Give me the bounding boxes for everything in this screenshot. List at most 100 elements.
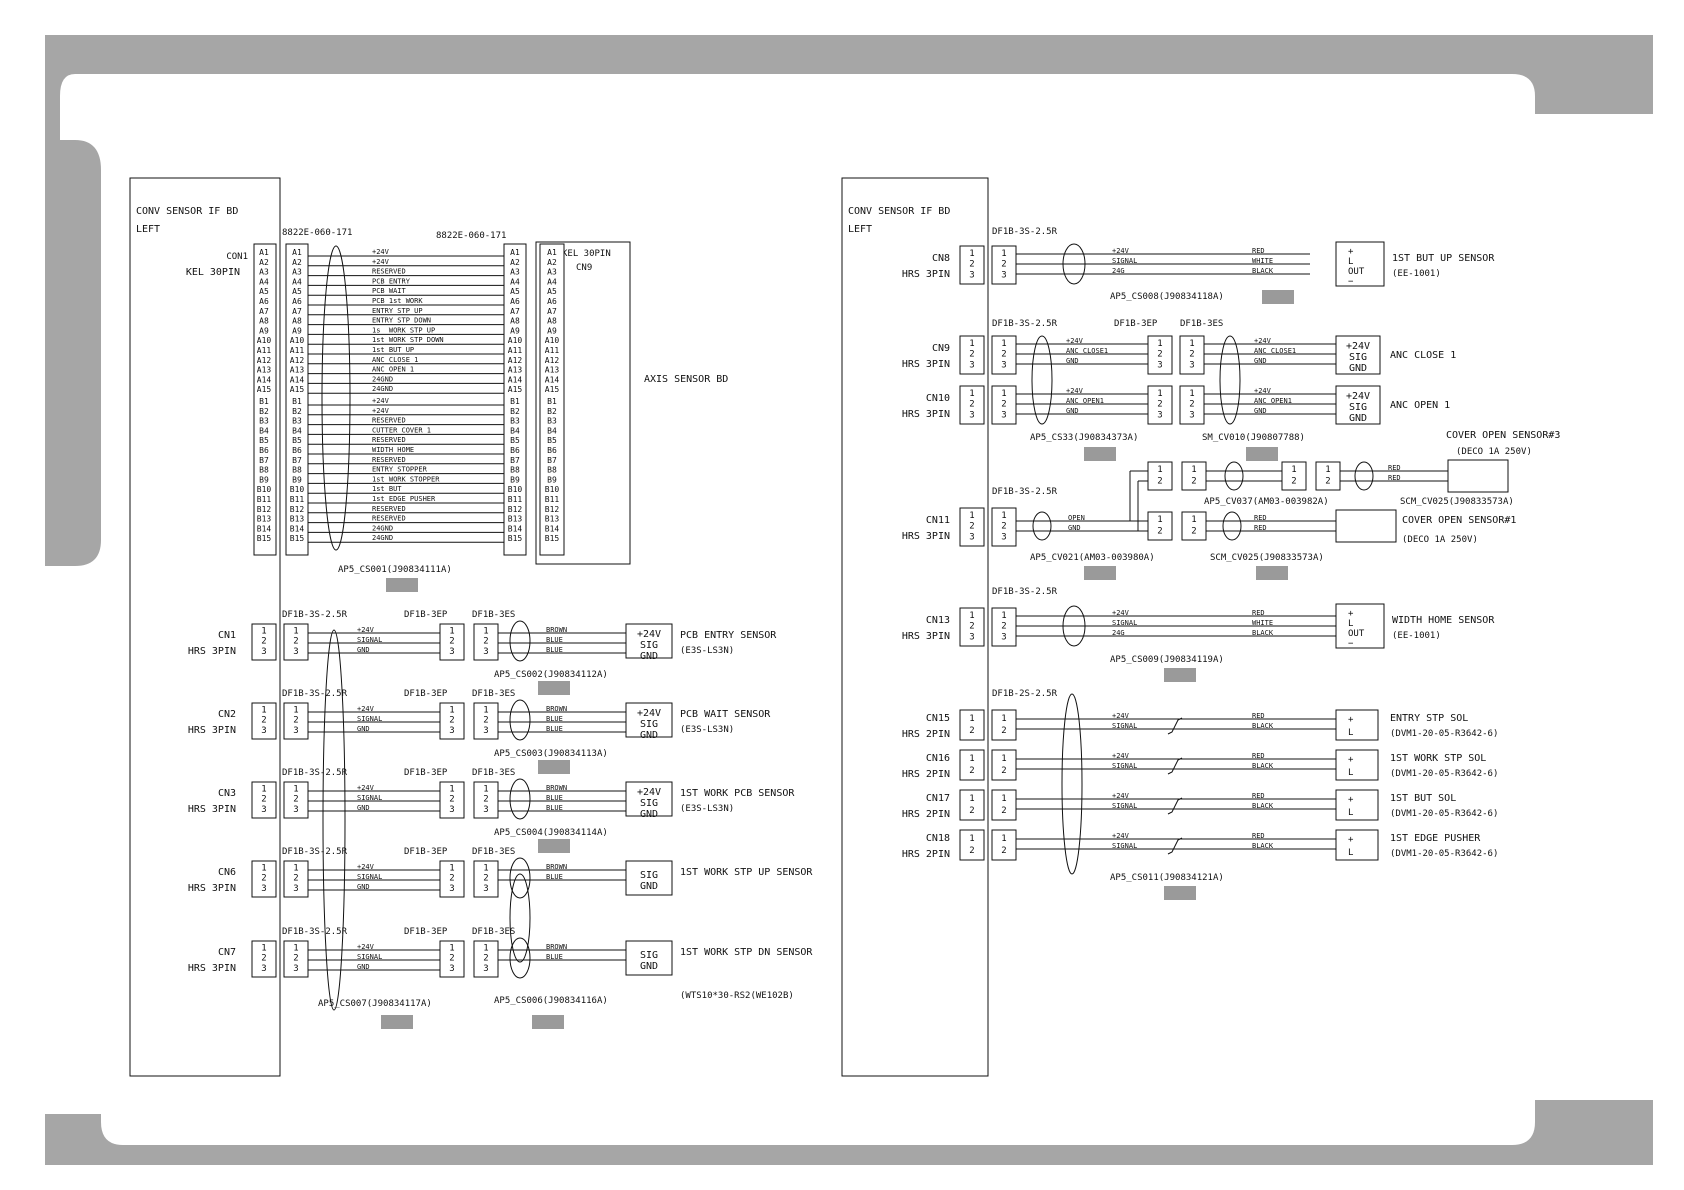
break-mark	[1167, 797, 1183, 815]
sensor-terminal	[625, 623, 673, 659]
label-tag	[1256, 566, 1288, 580]
wire-name: 24G	[1112, 629, 1125, 637]
pin-number: 1	[261, 863, 266, 873]
channel-name: CN18	[926, 833, 950, 844]
pin-number: 1	[1001, 511, 1006, 521]
channel-type: HRS 3PIN	[902, 359, 950, 370]
pin-id: B13	[545, 515, 560, 524]
connector-housing	[1147, 511, 1173, 541]
connector-part: DF1B-3S-2.5R	[992, 587, 1058, 597]
pin-id: B3	[259, 417, 269, 426]
pin-number: 2	[261, 954, 266, 964]
signal-name: 24GND	[372, 524, 393, 532]
pin-id: B9	[259, 475, 269, 484]
wire-color: BLUE	[546, 646, 563, 654]
pin-number: 1	[261, 943, 266, 953]
pin-number: 2	[483, 954, 488, 964]
board-title: CONV SENSOR IF BD	[848, 206, 950, 217]
pin-id: A6	[547, 297, 557, 306]
pin-number: 1	[969, 611, 974, 621]
wire-name: SIGNAL	[1112, 257, 1137, 265]
cable-shield	[1354, 461, 1374, 491]
pin-id: B15	[545, 534, 560, 543]
sensor-model: (DECO 1A 250V)	[1456, 447, 1532, 457]
connector-housing	[283, 623, 309, 661]
pin-id: A4	[259, 277, 269, 286]
pin-number: 2	[261, 716, 266, 726]
pin-number: 2	[1189, 350, 1194, 360]
solenoid-model: (DVM1-20-05-R3642-6)	[1390, 769, 1498, 779]
terminal-pin: +	[1348, 715, 1354, 725]
terminal-pin: SIG	[640, 798, 658, 809]
pin-id: A13	[257, 366, 272, 375]
pin-id: A9	[510, 326, 520, 335]
wire-name: ANC OPEN1	[1066, 397, 1104, 405]
pin-id: A10	[545, 336, 560, 345]
pin-id: B10	[290, 485, 305, 494]
wire-color: BLUE	[546, 804, 563, 812]
channel-name: CN8	[932, 253, 950, 264]
pin-number: 3	[261, 647, 266, 657]
pin-id: A3	[547, 268, 557, 277]
label-tag	[1084, 447, 1116, 461]
channel-type: HRS 3PIN	[902, 269, 950, 280]
pin-number: 2	[1157, 350, 1162, 360]
connector-type: KEL 30PIN	[562, 249, 611, 259]
pin-number: 3	[1157, 360, 1162, 370]
wire-name: +24V	[357, 626, 375, 634]
sensor-name: 1ST WORK PCB SENSOR	[680, 788, 795, 799]
pin-number: 1	[1291, 465, 1296, 475]
pin-number: 1	[1001, 339, 1006, 349]
connector-name: CN9	[576, 263, 592, 273]
pin-number: 2	[1001, 400, 1006, 410]
terminal-pin: −	[1348, 639, 1354, 649]
pin-number: 3	[483, 726, 488, 736]
pin-id: A1	[259, 248, 269, 257]
pin-id: B11	[257, 495, 272, 504]
pin-id: A12	[508, 356, 523, 365]
signal-name: 1st EDGE PUSHER	[372, 495, 436, 503]
terminal-pin: +	[1348, 609, 1354, 619]
cable-id: SCM_CV025(J90833573A)	[1400, 497, 1514, 507]
pin-id: A9	[292, 326, 302, 335]
connector-housing	[959, 335, 985, 375]
wire-name: SIGNAL	[1112, 842, 1137, 850]
connector-part: DF1B-3S-2.5R	[282, 610, 348, 620]
signal-name: ENTRY STP UP	[372, 307, 423, 315]
label-tag	[538, 760, 570, 774]
signal-name: CUTTER COVER 1	[372, 426, 431, 434]
sensor-model: (WTS10*30-RS2(WE102B)	[680, 991, 794, 1001]
connector-part: DF1B-3EP	[404, 847, 448, 857]
label-tag	[1246, 447, 1278, 461]
channel-type: HRS 3PIN	[188, 883, 236, 894]
sensor-terminal	[625, 781, 673, 817]
pin-number: 2	[449, 716, 454, 726]
connector-housing	[439, 781, 465, 819]
wire-color: BLACK	[1252, 762, 1274, 770]
sensor-name: ANC CLOSE 1	[1390, 350, 1456, 361]
pin-number: 3	[449, 647, 454, 657]
cable-shield	[509, 778, 531, 820]
channel-name: CN6	[218, 867, 236, 878]
connector-part: DF1B-3EP	[404, 689, 448, 699]
cable-id: AP5_CS007(J90834117A)	[318, 999, 432, 1009]
terminal-pin: L	[1348, 808, 1353, 818]
wire-name: +24V	[1066, 387, 1084, 395]
solenoid-terminal	[1335, 789, 1379, 821]
wire-name: GND	[357, 883, 370, 891]
connector-part: DF1B-2S-2.5R	[992, 689, 1058, 699]
signal-name: RESERVED	[372, 515, 406, 523]
signal-name: RESERVED	[372, 268, 406, 276]
cable-shield	[509, 873, 531, 963]
terminal-pin: +	[1348, 755, 1354, 765]
pin-id: B12	[290, 505, 305, 514]
pin-number: 2	[261, 795, 266, 805]
wire-color: RED	[1252, 609, 1265, 617]
wire-color: RED	[1252, 247, 1265, 255]
pin-number: 2	[449, 637, 454, 647]
pin-id: B8	[547, 466, 557, 475]
pin-number: 2	[483, 795, 488, 805]
connector-housing	[959, 709, 985, 741]
connector-part: DF1B-3S-2.5R	[282, 847, 348, 857]
